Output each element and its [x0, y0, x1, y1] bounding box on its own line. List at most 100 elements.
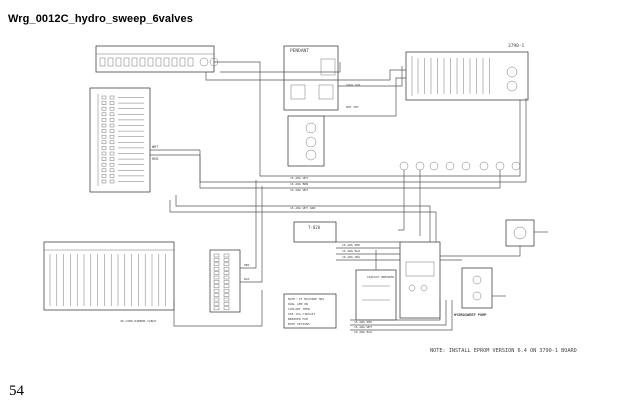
ribbon-cable-label: 40 COND RIBBON CABLE	[120, 319, 156, 323]
io-terminal	[101, 146, 107, 150]
wire-label-brn: 16 AWG BRN	[290, 182, 308, 186]
wire-label-wht-b: 16 AWG WHT	[290, 188, 308, 192]
io-label-wht: WHT	[152, 145, 159, 149]
strip-terminal	[213, 266, 220, 271]
strip-terminal	[223, 271, 230, 275]
wire-labels: 16 AWG WHT 16 AWG BRN 16 AWG WHT 16 AWG …	[120, 176, 372, 334]
io-terminal	[101, 101, 107, 105]
strip-terminal	[213, 271, 220, 275]
strip-terminal	[213, 284, 220, 289]
io-label-red: RED	[152, 157, 158, 161]
wire-label-ora: 16 AWG ORA	[342, 255, 360, 259]
strip-terminal	[223, 258, 230, 262]
io-terminal	[101, 162, 107, 167]
wire-label-red: 16 AWG RED	[342, 243, 360, 247]
control-board-top	[95, 45, 219, 73]
strip-terminal	[213, 288, 220, 293]
io-terminal	[101, 129, 107, 133]
valve-connectors	[399, 161, 521, 171]
bottom-left-pcb	[43, 241, 175, 311]
strip-terminal	[213, 306, 220, 311]
io-terminal	[101, 95, 107, 100]
strip-terminal	[223, 288, 230, 293]
strip-terminal	[213, 275, 220, 280]
strip-terminal	[213, 302, 220, 306]
pendant-switch-block: WHT SHT	[287, 105, 359, 167]
io-terminal	[109, 168, 115, 173]
strip-label-blk: BLK	[244, 277, 250, 281]
io-terminal	[109, 146, 115, 150]
strip-terminal	[223, 284, 230, 289]
io-terminal	[101, 123, 107, 128]
io-terminal	[109, 123, 115, 128]
io-board: WHT RED	[89, 87, 200, 193]
note-box: NOTE: IF MACHINE HAS DUAL AMP ON COOLANT…	[283, 293, 337, 329]
page-number: 54	[9, 383, 24, 399]
io-terminal	[101, 134, 107, 139]
io-terminal	[109, 129, 115, 133]
io-terminal	[101, 118, 107, 122]
io-terminal	[109, 112, 115, 117]
wire-label-wht-a: 16 AWG WHT	[290, 176, 308, 180]
io-terminal	[109, 106, 115, 111]
breaker-label: CIRCUIT BREAKER	[367, 275, 394, 279]
wire-label-red-b: 16 AWG RED	[354, 320, 372, 324]
strip-terminal	[213, 293, 220, 297]
wire-harness	[169, 61, 548, 331]
strip-terminal	[223, 280, 230, 284]
install-note: NOTE: INSTALL EPROM VERSION 6.4 ON 3790-…	[430, 348, 577, 354]
io-terminal	[101, 157, 107, 161]
strip-terminal	[223, 266, 230, 271]
terminal-strip	[209, 249, 241, 313]
strip-label-red: RED	[244, 263, 250, 267]
pendant-out-label: SHLD OUT	[346, 83, 361, 87]
wire-label-blk-b: 16 AWG BLK	[354, 330, 372, 334]
io-terminal	[109, 101, 115, 105]
strip-terminal	[213, 280, 220, 284]
io-terminal	[109, 140, 115, 145]
note-line-2: COOLANT THEN	[288, 307, 310, 311]
io-terminal	[109, 157, 115, 161]
strip-terminal	[213, 262, 220, 267]
note-line-0: NOTE: IF MACHINE HAS	[288, 297, 324, 301]
strip-terminal	[223, 262, 230, 267]
strip-terminal	[223, 297, 230, 302]
circuit-breaker: CIRCUIT BREAKER	[355, 269, 397, 321]
io-terminal	[109, 174, 115, 178]
wire-label-blk: 16 AWG BLK	[342, 249, 360, 253]
pump-contactor	[399, 241, 441, 319]
note-line-3: USE 15A CIRCUIT	[288, 312, 315, 316]
strip-terminal	[213, 297, 220, 302]
pendant-box: PENDANT SHLD OUT	[283, 45, 361, 111]
io-terminal	[101, 179, 107, 184]
page-title: Wrg_0012C_hydro_sweep_6valves	[8, 13, 193, 25]
transformer-t820: T-820	[293, 221, 337, 243]
outlet-plug	[505, 219, 535, 247]
note-line-5: BOTH OPTIONS	[288, 322, 310, 326]
strip-terminal	[213, 258, 220, 262]
strip-terminal	[213, 253, 220, 258]
hydrosweep-pump: HYDROSWEEP PUMP	[454, 267, 493, 317]
io-terminal	[109, 179, 115, 184]
board-3790-1: 3790-1	[405, 43, 529, 101]
io-terminal	[109, 95, 115, 100]
io-terminal	[101, 151, 107, 156]
strip-terminal	[223, 275, 230, 280]
io-terminal	[109, 162, 115, 167]
io-terminal	[101, 140, 107, 145]
note-line-1: DUAL AMP ON	[288, 302, 308, 306]
wire-label-wht-c: 16 AWG WHT	[354, 325, 372, 329]
io-terminal	[109, 118, 115, 122]
strip-terminal	[223, 306, 230, 311]
board-label: 3790-1	[508, 43, 525, 49]
pendant-out2-label: WHT SHT	[346, 105, 359, 109]
io-terminal	[109, 134, 115, 139]
wire-label-wht-grn: 16 AWG WHT GRN	[290, 206, 315, 210]
io-terminal	[101, 106, 107, 111]
io-terminal	[109, 151, 115, 156]
pendant-label: PENDANT	[290, 48, 309, 54]
io-terminal	[101, 112, 107, 117]
transformer-label: T-820	[308, 225, 321, 230]
